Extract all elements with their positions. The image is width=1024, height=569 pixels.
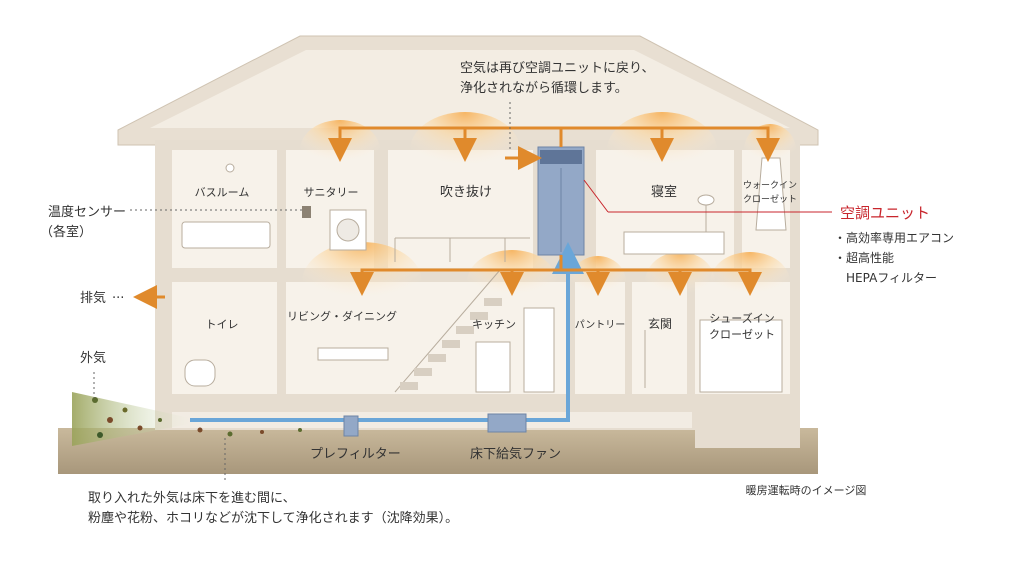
label-shoesin-1: シューズイン: [709, 311, 774, 325]
outside-air-label: 外気: [80, 350, 106, 366]
room-bathroom: [172, 150, 277, 268]
label-bathroom: バスルーム: [195, 186, 250, 199]
label-pantry: パントリー: [575, 319, 626, 331]
dust-particles: [92, 397, 302, 438]
floor-fan-box: [487, 413, 527, 433]
label-kitchen: キッチン: [472, 318, 516, 331]
label-bedroom: 寝室: [651, 184, 677, 200]
sensor-sublabel: （各室）: [40, 224, 92, 240]
intake-note-line1: 取り入れた外気は床下を進む間に、: [88, 490, 296, 506]
unit-leader: [583, 179, 609, 213]
exhaust-dots: ···: [112, 291, 124, 306]
label-atrium: 吹き抜け: [440, 184, 492, 200]
return-note-line2: 浄化されながら循環します。: [460, 81, 628, 96]
unit-feature-1: ・高効率専用エアコン: [834, 230, 954, 245]
ac-unit-grille: [540, 150, 582, 164]
floor-fan-label: 床下給気ファン: [470, 446, 561, 462]
diagram-caption: 暖房運転時のイメージ図: [746, 484, 867, 497]
unit-feature-2: ・超高性能: [834, 250, 894, 265]
staircase: [400, 298, 502, 390]
unit-title: 空調ユニット: [840, 204, 930, 222]
roof-inner: [150, 50, 790, 128]
label-sanitary: サニタリー: [304, 186, 359, 199]
leader-lines: [130, 102, 511, 480]
prefilter-box: [343, 415, 359, 437]
unit-feature-3: HEPAフィルター: [846, 271, 937, 285]
intake-note-line2: 粉塵や花粉、ホコリなどが沈下して浄化されます（沈降効果）。: [88, 510, 458, 526]
furniture: [181, 157, 787, 393]
ground: [58, 428, 818, 474]
sensor-label: 温度センサー: [48, 204, 126, 220]
warm-air-arrows: [133, 126, 780, 309]
label-walkin-2: クローゼット: [743, 193, 797, 205]
temp-sensor: [302, 206, 311, 218]
label-living: リビング・ダイニング: [287, 309, 397, 323]
label-entrance: 玄関: [648, 316, 672, 331]
entrance-step: [695, 400, 800, 448]
return-note-line1: 空気は再び空調ユニットに戻り、: [460, 60, 654, 76]
label-toilet: トイレ: [206, 318, 239, 331]
exhaust-label: 排気: [80, 290, 106, 306]
label-walkin-1: ウォークイン: [743, 180, 797, 191]
fresh-air-duct: [190, 242, 584, 422]
prefilter-label: プレフィルター: [310, 447, 401, 462]
label-shoesin-2: クローゼット: [709, 328, 775, 341]
